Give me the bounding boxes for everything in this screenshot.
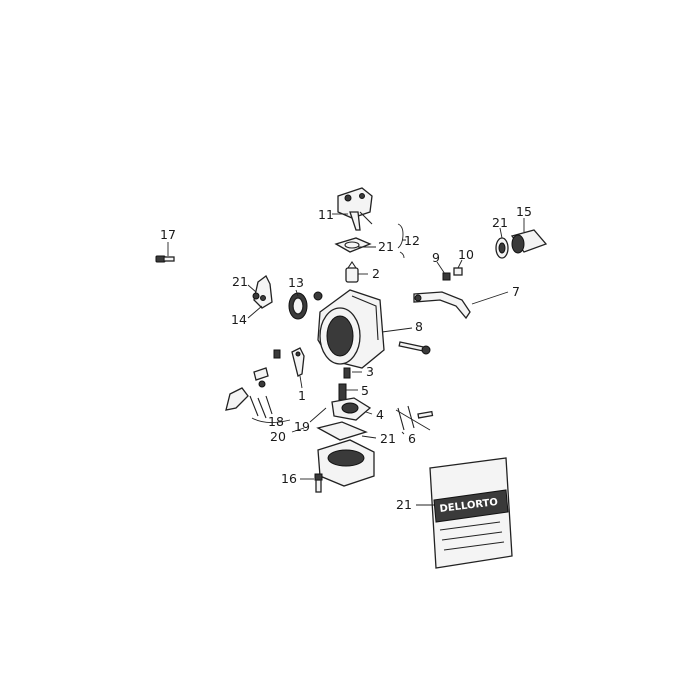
callout-5: 5 [361,383,369,398]
callout-6: 6 [408,431,416,446]
callout-10: 10 [458,247,474,262]
callout-21-gasket: 21 [378,239,394,254]
small-parts-cluster [225,349,281,419]
callout-13: 13 [288,275,304,290]
callout-20: 20 [270,429,286,444]
callout-18: 18 [268,414,284,429]
jet-part-5 [338,383,347,401]
callout-16: 16 [281,471,297,486]
nut-part-9 [442,272,451,281]
callout-15: 15 [516,204,532,219]
carburetor-body [313,289,385,369]
callout-21-ring: 21 [492,215,508,230]
callout-21-clip: 21 [232,274,248,289]
screw-part-16 [314,473,323,493]
callout-3: 3 [366,364,374,379]
ring-part-21 [495,237,509,259]
top-cover-assembly [337,187,373,231]
fitting-part-2 [345,261,359,283]
cap-part-15 [510,229,548,254]
callout-12: 12 [404,233,420,248]
screw-part-8 [398,341,431,355]
callout-21-bowl-gasket: 21 [380,431,396,446]
group-bracket-12b [399,251,405,259]
callout-2: 2 [372,266,380,281]
gasket-kit-package: DELLORTO [429,457,513,569]
callout-11: 11 [318,207,334,222]
pins-part-6 [395,405,434,431]
lever-part-1 [291,347,305,377]
callout-19: 19 [294,419,310,434]
callout-4: 4 [376,407,384,422]
screw-part-17 [155,255,175,263]
callout-21-kit: 21 [396,497,412,512]
leader-lines [167,213,525,506]
callout-1: 1 [298,388,306,403]
lever-part-14 [253,275,273,309]
lever-part-7 [413,291,471,320]
float-bowl [317,439,375,487]
bowl-gasket [316,421,368,441]
callout-labels: 11 12 21 2 17 21 15 9 10 7 21 13 14 8 3 … [160,204,532,512]
clip-part-21 [252,292,260,300]
callout-14: 14 [231,312,247,327]
cover-gasket [334,237,372,253]
callout-7: 7 [512,284,520,299]
jet-part-3 [343,367,351,379]
washer-part-10 [453,267,463,276]
diaphragm-part-13 [288,292,308,320]
group-bracket-12 [397,223,406,249]
callout-9: 9 [432,250,440,265]
float-part-4 [331,397,372,421]
callout-17: 17 [160,227,176,242]
callout-8: 8 [415,319,423,334]
